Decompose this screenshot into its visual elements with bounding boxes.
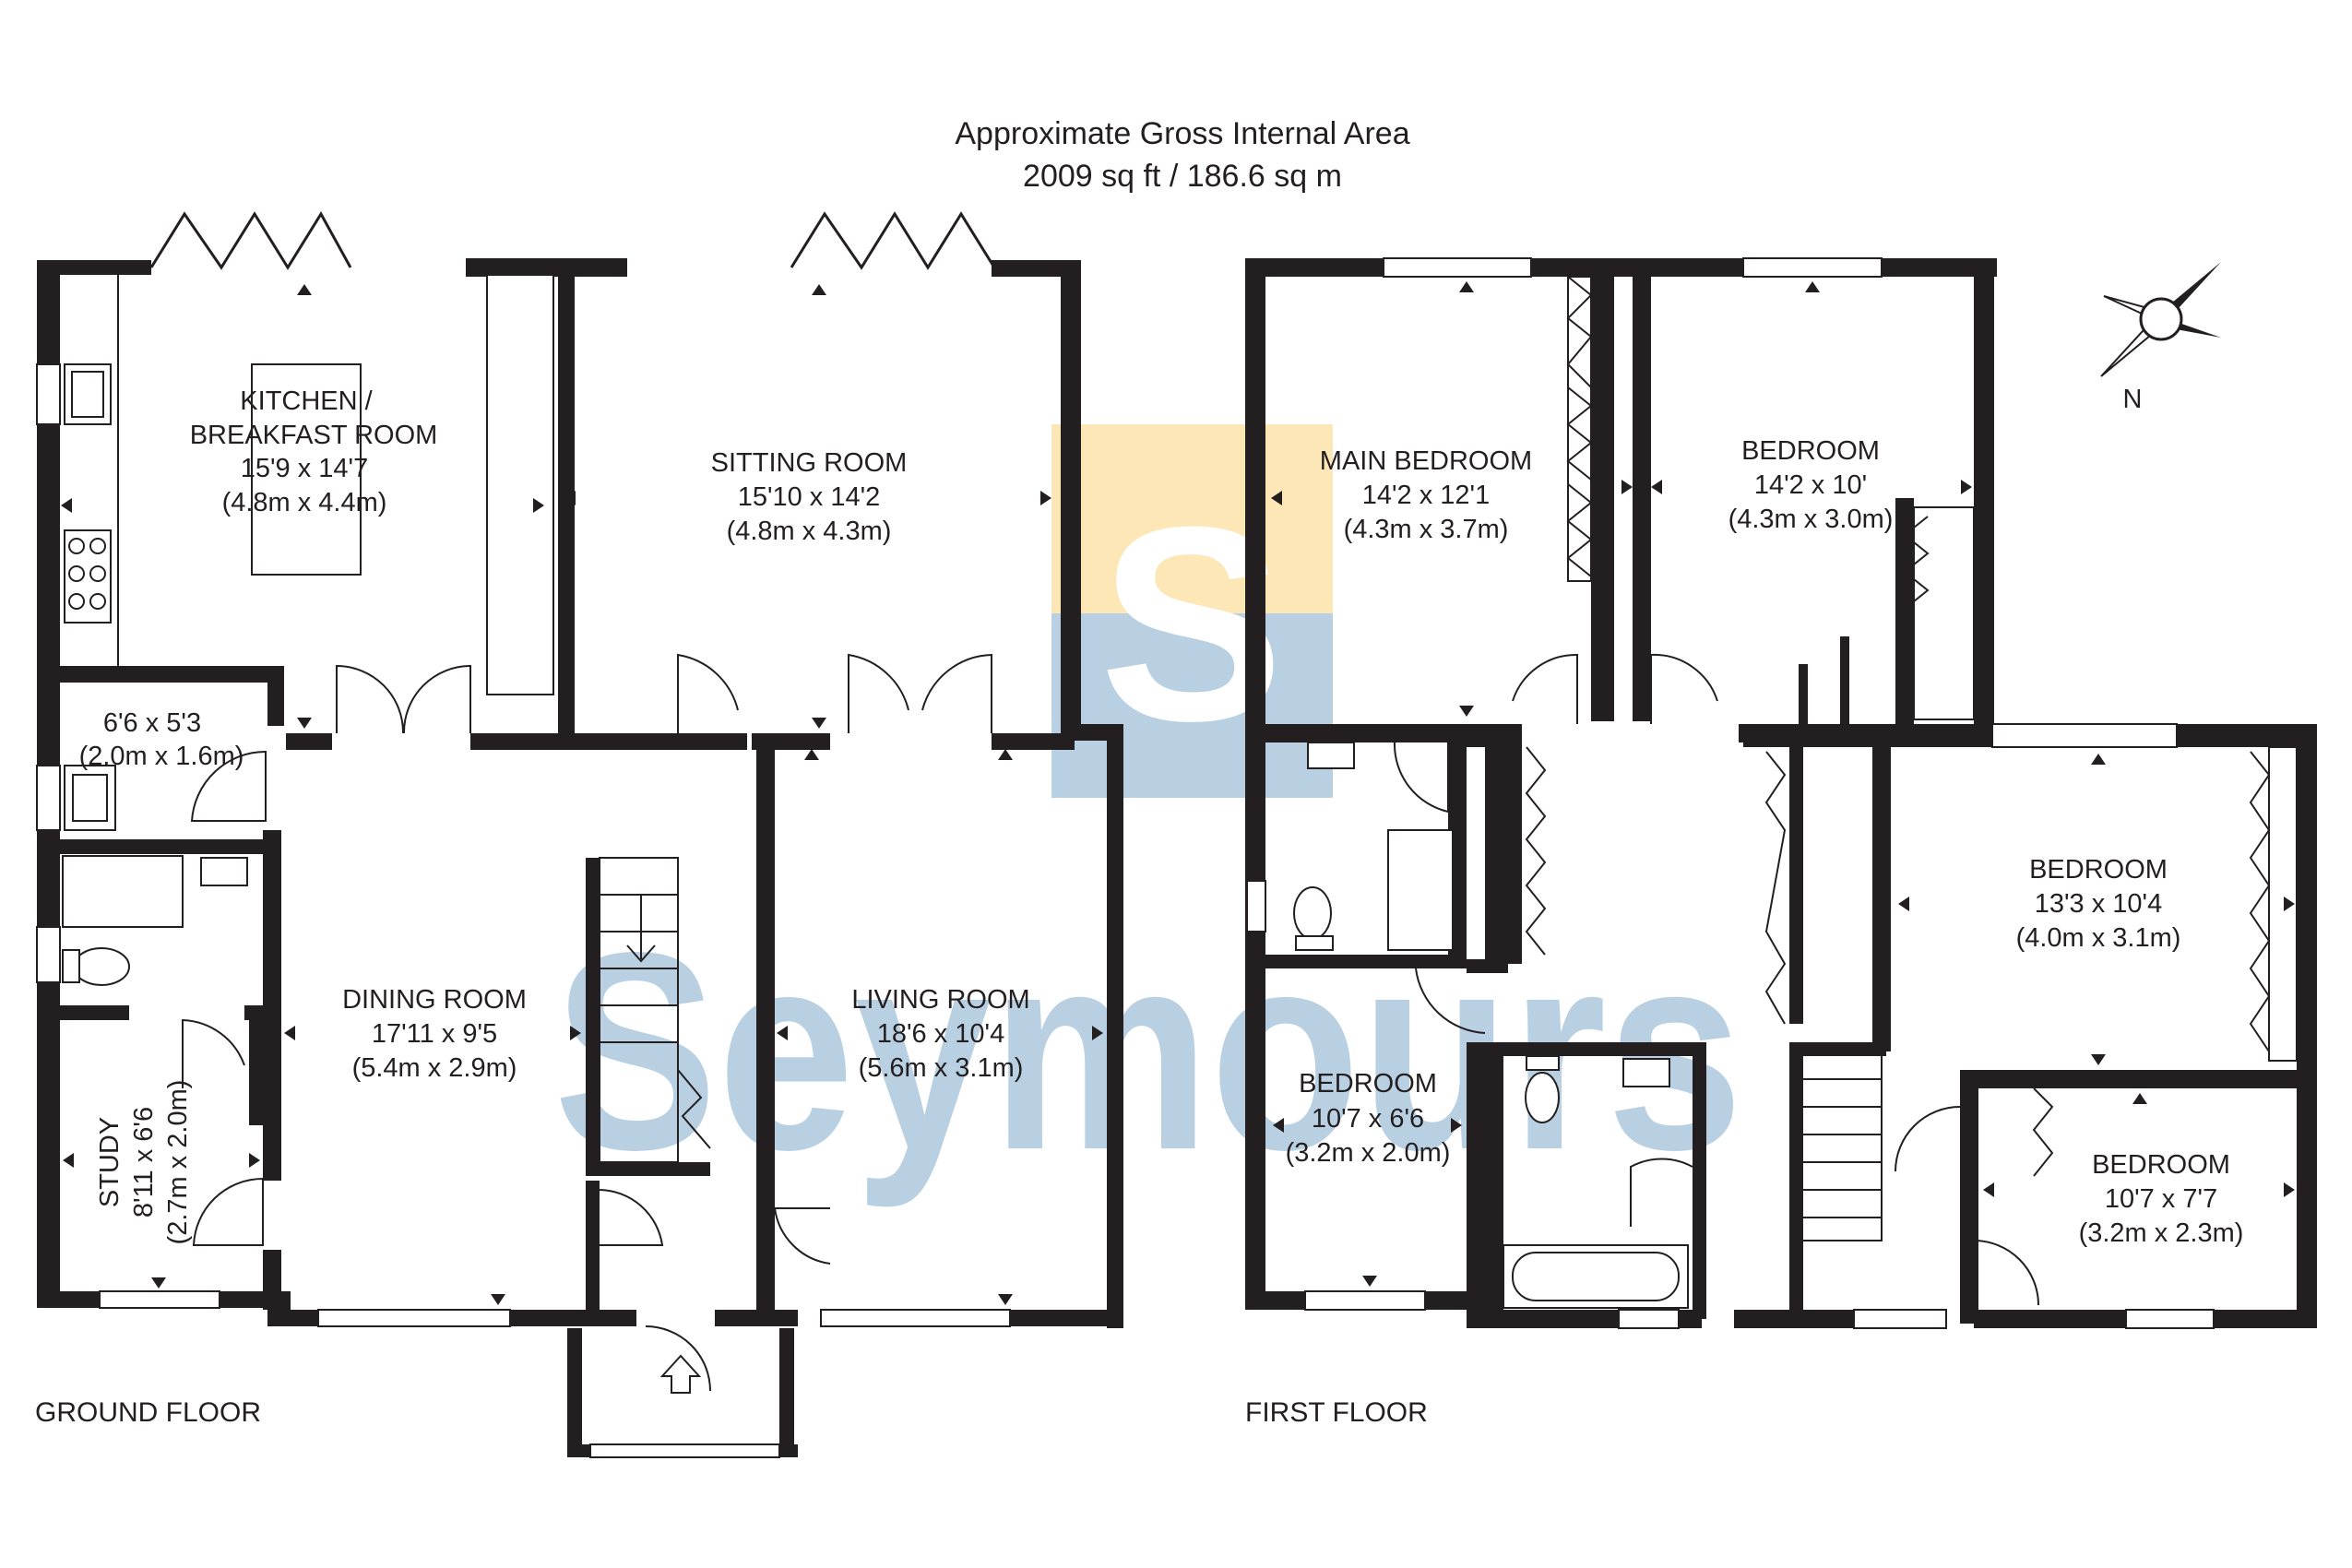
utility-metric: (2.0m x 1.6m) (79, 742, 244, 771)
bedroom5-metric: (3.2m x 2.3m) (2079, 1218, 2244, 1248)
shower-icon (62, 855, 184, 928)
window (820, 1309, 1011, 1327)
toilet-icon (1293, 886, 1332, 940)
window (1383, 257, 1532, 278)
bedroom3-name: BEDROOM (2029, 855, 2168, 885)
logo-top-block (1051, 424, 1333, 613)
window (589, 1443, 780, 1458)
main-bedroom-metric: (4.3m x 3.7m) (1344, 515, 1509, 544)
living-room-imperial: 18'6 x 10'4 (877, 1019, 1004, 1049)
gross-area-title: Approximate Gross Internal Area (955, 116, 1409, 151)
living-room-metric: (5.6m x 3.1m) (859, 1053, 1024, 1083)
compass-north-label: N (2123, 385, 2143, 414)
bedroom5-imperial: 10'7 x 7'7 (2105, 1184, 2217, 1214)
kitchen-name-line1: KITCHEN / (240, 386, 373, 416)
study-metric: (2.7m x 2.0m) (163, 1080, 193, 1245)
first-floor-label: FIRST FLOOR (1245, 1397, 1428, 1428)
sitting-room-name: SITTING ROOM (711, 448, 908, 478)
basin-icon (1307, 742, 1355, 769)
dining-room-imperial: 17'11 x 9'5 (372, 1019, 497, 1049)
kitchen-metric: (4.8m x 4.4m) (222, 488, 387, 517)
bedroom5-name: BEDROOM (2092, 1150, 2230, 1180)
ground-floor-label: GROUND FLOOR (35, 1397, 261, 1428)
basin-icon (200, 857, 248, 886)
basin-icon (1622, 1058, 1670, 1087)
window (1618, 1309, 1680, 1329)
living-room-name: LIVING ROOM (851, 985, 1029, 1015)
sitting-room-metric: (4.8m x 4.3m) (727, 517, 892, 546)
toilet-icon (73, 947, 130, 986)
bedroom2-metric: (4.3m x 3.0m) (1728, 505, 1894, 534)
compass-rose-icon (2100, 262, 2221, 377)
toilet-icon (1525, 1072, 1560, 1123)
window (99, 1290, 220, 1309)
window (36, 363, 61, 425)
entrance-arrow-icon (659, 1354, 702, 1394)
dining-room-metric: (5.4m x 2.9m) (352, 1053, 517, 1083)
utility-imperial: 6'6 x 5'3 (103, 708, 201, 738)
study-imperial: 8'11 x 6'6 (129, 1107, 159, 1218)
sitting-room-imperial: 15'10 x 14'2 (738, 482, 881, 512)
ground-floor (36, 211, 1123, 1458)
logo-bottom-block (1051, 613, 1333, 798)
bedroom2-imperial: 14'2 x 10' (1754, 470, 1867, 500)
bedroom4-imperial: 10'7 x 6'6 (1312, 1104, 1424, 1134)
bedroom3-metric: (4.0m x 3.1m) (2016, 923, 2181, 953)
staircase (599, 857, 679, 1163)
dining-room-name: DINING ROOM (342, 985, 527, 1015)
kitchen-imperial: 15'9 x 14'7 (241, 454, 368, 483)
bedroom4-metric: (3.2m x 2.0m) (1286, 1138, 1451, 1168)
kitchen-island (251, 363, 362, 576)
kitchen-name-line2: BREAKFAST ROOM (190, 421, 438, 450)
bedroom2-name: BEDROOM (1741, 436, 1880, 466)
window (317, 1309, 511, 1327)
window (1246, 880, 1266, 932)
window (2125, 1309, 2215, 1329)
study-name: STUDY (95, 1117, 125, 1207)
window (1991, 723, 2178, 748)
main-bedroom-imperial: 14'2 x 12'1 (1362, 481, 1490, 510)
window (36, 926, 61, 983)
bedroom4-name: BEDROOM (1299, 1069, 1437, 1099)
window (1304, 1290, 1426, 1311)
gross-area-value: 2009 sq ft / 186.6 sq m (1023, 159, 1342, 194)
window (1853, 1309, 1947, 1329)
main-bedroom-name: MAIN BEDROOM (1320, 446, 1532, 476)
first-floor (1245, 257, 2317, 1329)
staircase (1798, 1051, 1883, 1241)
window (1742, 257, 1883, 278)
shower-icon (1387, 829, 1454, 951)
bedroom3-imperial: 13'3 x 10'4 (2035, 889, 2162, 919)
window (36, 765, 61, 831)
